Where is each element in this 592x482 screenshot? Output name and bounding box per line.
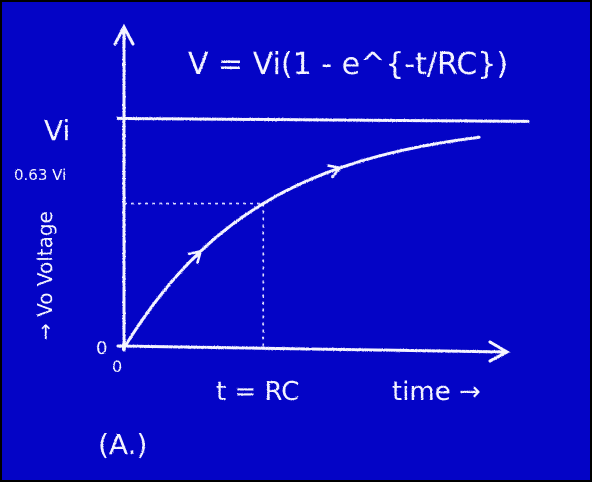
y-axis-label: → Vo Voltage (33, 211, 57, 340)
curve-arrow-icon (187, 249, 203, 264)
time-constant-label: t = RC (216, 377, 299, 407)
figure-label: (A.) (98, 428, 147, 461)
y-axis-arrow-icon (113, 23, 135, 46)
equation-label: V = Vi(1 - e^{-t/RC}) (188, 47, 508, 82)
charging-curve (122, 135, 481, 350)
vi-label: Vi (44, 114, 70, 147)
origin-y-label: 0 (112, 357, 122, 376)
curve-arrow-icon (327, 164, 343, 179)
x-axis-label: time → (392, 377, 481, 407)
vi-asymptote-line (116, 116, 530, 123)
origin-label: 0 (96, 338, 107, 359)
x-axis-arrow-icon (488, 340, 511, 363)
level-label: 0.63 Vi (14, 166, 66, 184)
x-axis (116, 344, 507, 354)
